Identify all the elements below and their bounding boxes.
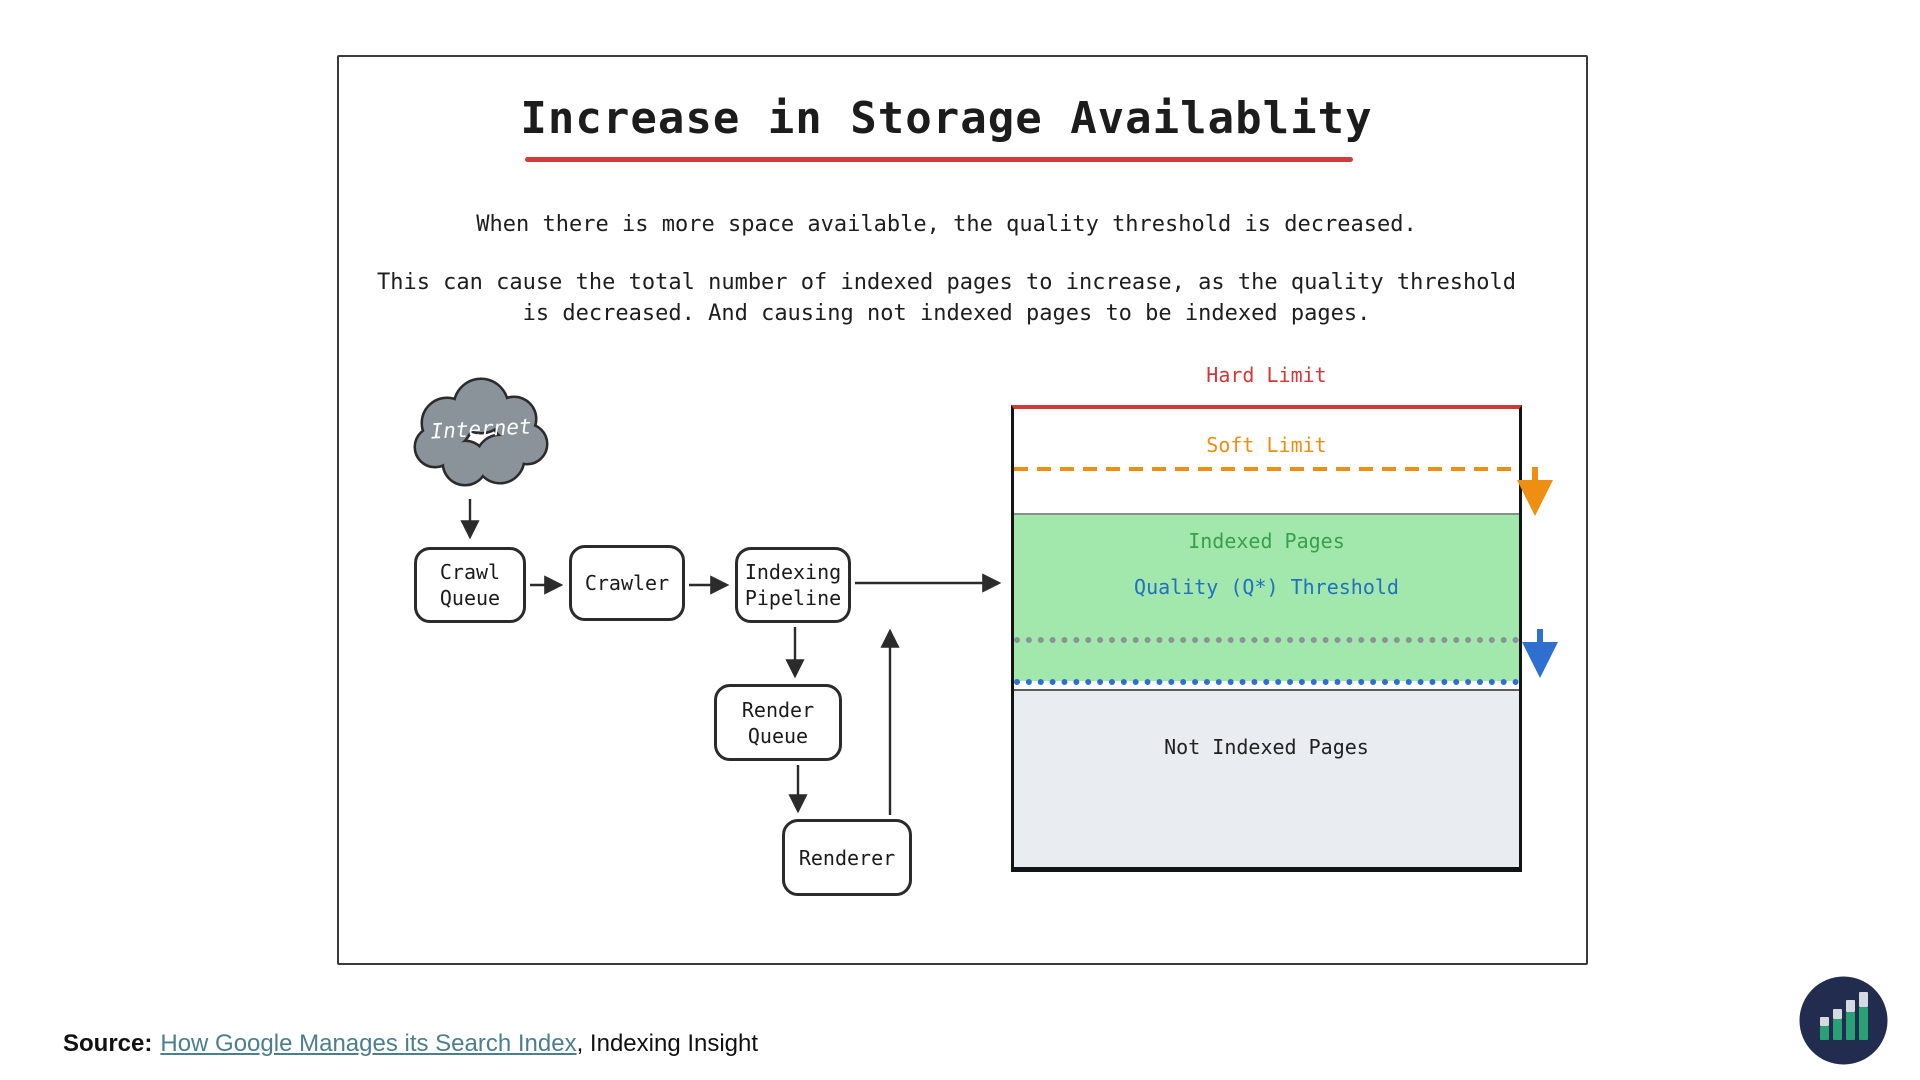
storage-box: Soft Limit Indexed Pages Quality (Q*) Th… [1011,405,1522,872]
old-threshold-dotted-line [1014,637,1519,643]
quality-threshold-label: Quality (Q*) Threshold [1134,575,1399,599]
bar-chart-icon [1799,976,1888,1065]
internet-cloud: Internet [407,373,555,497]
soft-limit-label: Soft Limit [1206,433,1327,457]
diagram-title: Increase in Storage Availablity [520,93,1373,144]
renderer-node: Renderer [782,819,912,896]
indexing-insight-logo [1799,976,1888,1065]
crawl-queue-node: Crawl Queue [414,547,526,623]
new-threshold-dotted-line [1014,679,1519,685]
render-queue-node: Render Queue [714,684,842,761]
indexed-pages-label: Indexed Pages [1188,529,1345,553]
not-indexed-pages-label: Not Indexed Pages [1164,735,1369,759]
detail-paragraph-line-2: is decreased. And causing not indexed pa… [522,301,1371,326]
source-link[interactable]: How Google Manages its Search Index [160,1030,577,1057]
detail-paragraph: This can cause the total number of index… [339,267,1554,329]
source-attribution: Source: How Google Manages its Search Ind… [63,1030,758,1058]
indexing-pipeline-node: Indexing Pipeline [735,547,851,623]
intro-paragraph: When there is more space available, the … [476,212,1417,237]
crawler-node: Crawler [569,545,685,621]
diagram-frame: Increase in Storage Availablity When the… [337,55,1588,965]
title-underline [525,157,1353,162]
source-label: Source: [63,1030,153,1057]
not-indexed-pages-zone: Not Indexed Pages [1014,689,1519,867]
indexed-pages-zone: Indexed Pages Quality (Q*) Threshold [1014,513,1519,681]
cloud-icon [413,377,549,487]
detail-paragraph-line-1: This can cause the total number of index… [376,270,1517,295]
source-suffix: , Indexing Insight [576,1030,759,1057]
hard-limit-label: Hard Limit [1206,363,1327,387]
soft-limit-dashed-line [1014,467,1519,471]
